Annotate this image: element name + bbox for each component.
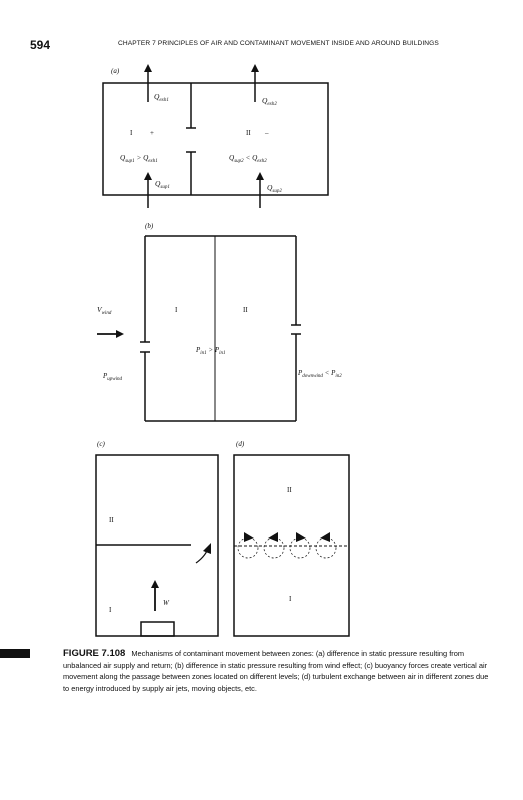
- eddy-arrow-4: [320, 532, 330, 542]
- zone-d1-label: I: [289, 595, 292, 603]
- supply-exhaust-relation-1: Qsup1 > Qexh1: [120, 154, 158, 164]
- q-sup2-label: Qsup2: [267, 183, 282, 194]
- heat-source: [140, 621, 175, 637]
- zone-a1-sign: +: [150, 129, 154, 137]
- supply-exhaust-relation-2: Qsup2 < Qexh2: [229, 154, 267, 164]
- eddy-arrow-3: [296, 532, 306, 542]
- caption-text: Mechanisms of contaminant movement betwe…: [63, 649, 489, 693]
- panel-b-label: (b): [145, 222, 154, 230]
- buoyancy-arrowhead: [203, 543, 211, 554]
- panel-d: (d) II I: [233, 440, 350, 637]
- panel-a-label: (a): [111, 67, 120, 75]
- panel-c-label: (c): [97, 440, 105, 448]
- zone-c1-label: I: [109, 606, 112, 614]
- eddy-3: [289, 537, 311, 559]
- panel-c: (c) II I W: [95, 440, 219, 637]
- eddy-1: [237, 537, 259, 559]
- q-exh2-label: Qexh2: [262, 96, 277, 107]
- panel-b: (b) Vwind I II Pin1 > Pin1 Pupwind Pdown…: [97, 222, 342, 422]
- eddy-4: [315, 537, 337, 559]
- zone-a2-sign: –: [264, 129, 269, 137]
- caption-marker: [0, 649, 30, 658]
- zone-a1-label: I: [130, 129, 133, 137]
- w-label: W: [163, 599, 170, 607]
- p-upwind-label: Pupwind: [102, 372, 123, 382]
- zone-b2-label: II: [243, 306, 248, 314]
- zone-b1-label: I: [175, 306, 178, 314]
- eddy-arrow-2: [268, 532, 278, 542]
- q-exh1-label: Qexh1: [154, 92, 169, 103]
- page-header: 594 CHAPTER 7 PRINCIPLES OF AIR AND CONT…: [30, 38, 500, 54]
- pressure-relation-b: Pin1 > Pin1: [195, 346, 226, 356]
- figure-caption: FIGURE 7.108 Mechanisms of contaminant m…: [0, 648, 493, 694]
- panel-d-label: (d): [236, 440, 245, 448]
- panel-a-frame: [102, 82, 329, 196]
- caption-label: FIGURE 7.108: [63, 648, 126, 659]
- eddy-2: [263, 537, 285, 559]
- v-wind-label: Vwind: [97, 305, 112, 316]
- p-downwind-label: Pdownwind < Pin2: [297, 369, 342, 379]
- zone-d2-label: II: [287, 486, 292, 494]
- panel-a: (a) Qexh1 Qexh2 I + II – Qsup1 > Qexh1 Q…: [102, 64, 329, 208]
- page-number: 594: [30, 38, 51, 52]
- zone-a2-label: II: [246, 129, 251, 137]
- zone-c2-label: II: [109, 516, 114, 524]
- running-title: CHAPTER 7 PRINCIPLES OF AIR AND CONTAMIN…: [118, 40, 439, 47]
- q-sup1-label: Qsup1: [155, 179, 170, 190]
- eddy-arrow-1: [244, 532, 254, 542]
